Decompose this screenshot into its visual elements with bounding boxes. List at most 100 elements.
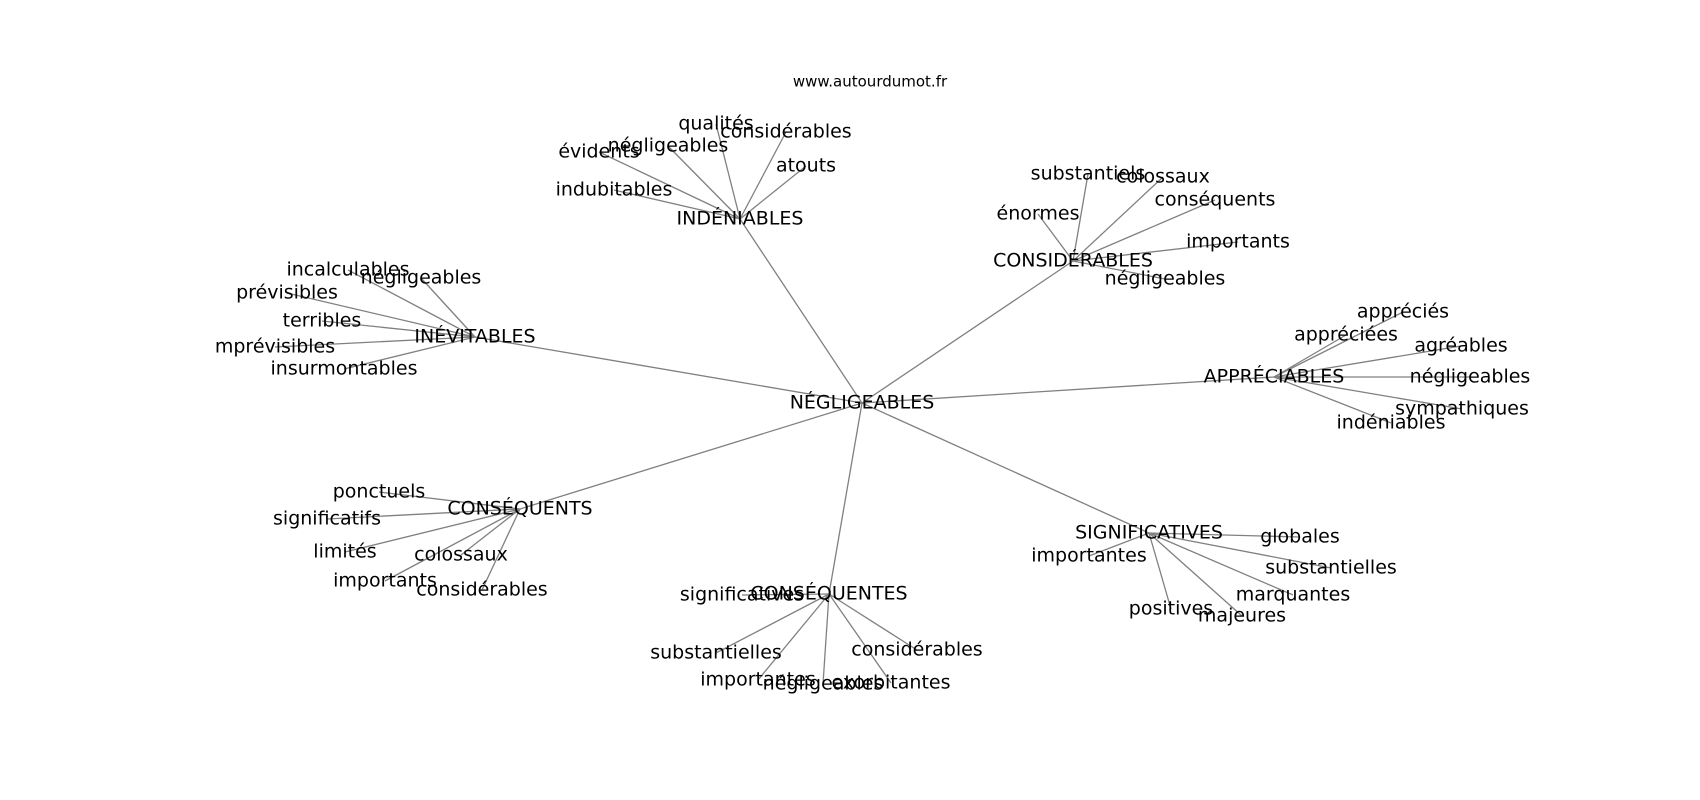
edge-cluster-leaf (739, 165, 807, 220)
cluster-node-label: CONSÉQUENTES (750, 582, 907, 605)
leaf-node-label: mprévisibles (215, 336, 335, 358)
edge-cluster-leaf (715, 593, 830, 654)
leaf-node-label: indéniables (1337, 412, 1446, 434)
edge-cluster-leaf (739, 131, 787, 220)
edge-cluster-leaf (274, 336, 476, 348)
leaf-node-label: substantielles (1265, 557, 1397, 579)
edge-root-cluster (828, 402, 863, 595)
graph-nodes: indubitablesévidentsnégligeablesqualités… (215, 113, 1530, 695)
edge-cluster-leaf (1148, 532, 1243, 617)
leaf-node-label: sympathiques (1395, 398, 1529, 420)
edge-cluster-leaf (326, 508, 521, 520)
edge-cluster-leaf (1273, 376, 1463, 410)
edge-cluster-leaf (613, 189, 741, 220)
leaf-node-label: considérables (851, 639, 982, 661)
leaf-node-label: indubitables (556, 179, 673, 201)
edge-cluster-leaf (1072, 173, 1089, 262)
edge-root-cluster (474, 336, 863, 404)
edge-cluster-leaf (1148, 532, 1172, 610)
leaf-node-label: globales (1260, 526, 1340, 548)
leaf-node-label: importants (333, 570, 437, 592)
leaf-node-label: substantiels (1031, 163, 1146, 185)
leaf-node-label: négligeables (1105, 268, 1226, 290)
edge-cluster-leaf (1037, 213, 1074, 262)
leaf-node-label: colossaux (414, 544, 508, 566)
leaf-node-label: importantes (1031, 545, 1146, 567)
edge-cluster-leaf (1148, 532, 1301, 538)
leaf-node-label: négligeables (608, 135, 729, 157)
leaf-node-label: négligeables (763, 673, 884, 695)
leaf-node-label: marquantes (1236, 584, 1350, 606)
site-watermark: www.autourdumot.fr (793, 73, 948, 91)
edge-cluster-leaf (1072, 199, 1216, 262)
edge-cluster-leaf (481, 508, 521, 591)
cluster-node-label: INÉVITABLES (414, 325, 535, 348)
edge-cluster-leaf (828, 593, 918, 651)
leaf-node-label: insurmontables (271, 358, 418, 380)
leaf-node-label: atouts (776, 155, 836, 177)
cluster-node-label: CONSÉQUENTS (447, 497, 592, 520)
cluster-node-label: CONSIDÉRABLES (993, 249, 1153, 272)
leaf-node-label: appréciés (1357, 301, 1449, 323)
edge-root-cluster (861, 260, 1074, 404)
edge-root-cluster (861, 402, 1150, 534)
edge-cluster-leaf (1088, 532, 1150, 557)
edge-cluster-leaf (1072, 241, 1239, 262)
edge-root-cluster (739, 218, 863, 404)
edge-cluster-leaf (741, 593, 830, 596)
edge-cluster-leaf (378, 491, 521, 510)
edge-cluster-leaf (384, 508, 521, 582)
leaf-node-label: qualités (678, 113, 753, 135)
edge-cluster-leaf (286, 292, 476, 338)
edge-cluster-leaf (344, 508, 521, 553)
edge-cluster-leaf (1273, 345, 1462, 378)
leaf-node-label: agréables (1414, 335, 1507, 357)
edge-cluster-leaf (1148, 532, 1294, 596)
leaf-node-label: conséquents (1155, 189, 1276, 211)
edge-cluster-leaf (1148, 532, 1332, 569)
graph-edges (274, 123, 1470, 685)
leaf-node-label: négligeables (361, 267, 482, 289)
edge-root-cluster (861, 376, 1275, 404)
edge-root-cluster (519, 402, 863, 510)
leaf-node-label: négligeables (1410, 366, 1531, 388)
leaf-node-label: ponctuels (333, 481, 426, 503)
edge-cluster-leaf (460, 508, 521, 556)
cluster-node-label: SIGNIFICATIVES (1075, 522, 1223, 544)
leaf-node-label: limités (313, 541, 376, 563)
leaf-node-label: majeures (1198, 605, 1286, 627)
edge-cluster-leaf (757, 593, 830, 681)
edge-cluster-leaf (1273, 376, 1392, 424)
leaf-node-label: considérables (416, 579, 547, 601)
edge-cluster-leaf (715, 123, 741, 220)
leaf-node-label: importantes (700, 669, 815, 691)
edge-cluster-leaf (667, 145, 741, 220)
leaf-node-label: énormes (997, 203, 1080, 225)
edge-cluster-leaf (822, 593, 830, 685)
leaf-node-label: positives (1129, 598, 1213, 620)
leaf-node-label: terribles (283, 310, 362, 332)
leaf-node-label: colossaux (1116, 166, 1210, 188)
leaf-node-label: significatives (680, 584, 804, 606)
leaf-node-label: substantielles (650, 642, 782, 664)
leaf-node-label: exorbitantes (832, 672, 951, 694)
edge-cluster-leaf (828, 593, 892, 684)
leaf-node-label: prévisibles (236, 282, 338, 304)
cluster-node-label: INDÉNIABLES (677, 207, 804, 230)
cluster-node-label: APPRÉCIABLES (1204, 365, 1345, 388)
leaf-node-label: évidents (558, 141, 639, 163)
leaf-node-label: incalculables (286, 259, 409, 281)
edge-cluster-leaf (1273, 334, 1347, 378)
edge-cluster-leaf (321, 320, 476, 338)
edge-cluster-leaf (1273, 311, 1404, 378)
edge-cluster-leaf (598, 151, 741, 220)
edge-cluster-leaf (343, 336, 476, 370)
leaf-node-label: significatifs (273, 508, 381, 530)
edge-cluster-leaf (347, 269, 476, 338)
leaf-node-label: appréciées (1294, 324, 1398, 346)
leaf-node-label: importants (1186, 231, 1290, 253)
leaf-node-label: considérables (720, 121, 851, 143)
edge-cluster-leaf (1072, 260, 1166, 280)
root-node-label: NÉGLIGEABLES (790, 391, 935, 414)
